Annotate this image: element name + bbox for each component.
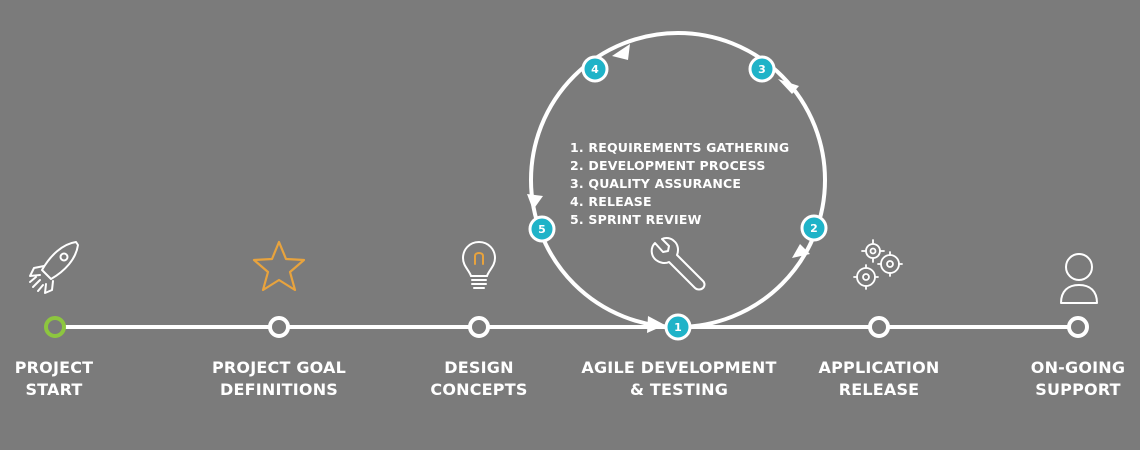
timeline-node-project-goal-definitions — [268, 316, 290, 338]
cycle-arrow-1-to-2 — [792, 244, 810, 258]
cycle-arrow-2-to-3 — [778, 79, 799, 94]
cycle-badge-1-text: 1 — [674, 321, 682, 334]
cycle-badge-2: 2 — [800, 214, 828, 242]
timeline-node-application-release — [868, 316, 890, 338]
cycle-step: 3. QUALITY ASSURANCE — [570, 176, 742, 191]
wrench-icon — [650, 236, 706, 291]
cycle-badge-5: 5 — [528, 215, 556, 243]
timeline-node-design-concepts — [468, 316, 490, 338]
stage-label-project-start: PROJECT START — [0, 357, 144, 401]
stage-label-line: DEFINITIONS — [219, 380, 339, 399]
stage-label-line: & TESTING — [629, 380, 729, 399]
cycle-badge-4: 4 — [581, 55, 609, 83]
star-icon — [252, 240, 306, 292]
stage-label-on-going-support: ON-GOING SUPPORT — [988, 357, 1140, 401]
stage-label-line: RELEASE — [838, 380, 920, 399]
cycle-arrow-5-to-1 — [647, 316, 665, 333]
user-icon — [1060, 253, 1098, 304]
stage-label-agile-development-testing: AGILE DEVELOPMENT & TESTING — [579, 357, 779, 401]
stage-label-design-concepts: DESIGN CONCEPTS — [389, 357, 569, 401]
cycle-badge-2-text: 2 — [810, 222, 818, 235]
cycle-step: 4. RELEASE — [570, 194, 652, 209]
cycle-arrow-4-to-5 — [527, 194, 543, 210]
stage-label-application-release: APPLICATION RELEASE — [789, 357, 969, 401]
rocket-icon — [29, 241, 79, 294]
cycle-step: 5. SPRINT REVIEW — [570, 212, 702, 227]
cycle-badge-5-text: 5 — [538, 223, 546, 236]
stage-label-line: PROJECT GOAL — [211, 358, 347, 377]
cycle-badge-4-text: 4 — [591, 63, 599, 76]
lightbulb-icon — [461, 240, 497, 289]
cycle-step: 2. DEVELOPMENT PROCESS — [570, 158, 766, 173]
stage-label-line: SUPPORT — [1035, 380, 1121, 399]
stage-label-project-goal-definitions: PROJECT GOAL DEFINITIONS — [189, 357, 369, 401]
cycle-badge-3-text: 3 — [758, 63, 766, 76]
stage-label-line: DESIGN — [444, 358, 514, 377]
timeline-node-project-start — [44, 316, 66, 338]
cycle-badge-1: 1 — [664, 313, 692, 341]
stage-label-line: AGILE DEVELOPMENT — [581, 358, 777, 377]
timeline-node-on-going-support — [1067, 316, 1089, 338]
stage-label-line: START — [25, 380, 83, 399]
stage-label-line: APPLICATION — [818, 358, 940, 377]
cycle-arrow-3-to-4 — [612, 44, 630, 60]
stage-label-line: ON-GOING — [1030, 358, 1126, 377]
cycle-badge-3: 3 — [748, 55, 776, 83]
stage-label-line: PROJECT — [14, 358, 94, 377]
stage-label-line: CONCEPTS — [430, 380, 528, 399]
cycle-step: 1. REQUIREMENTS GATHERING — [570, 140, 790, 155]
cycle-steps-list: 1. REQUIREMENTS GATHERING 2. DEVELOPMENT… — [570, 139, 789, 229]
gears-icon — [853, 239, 903, 290]
